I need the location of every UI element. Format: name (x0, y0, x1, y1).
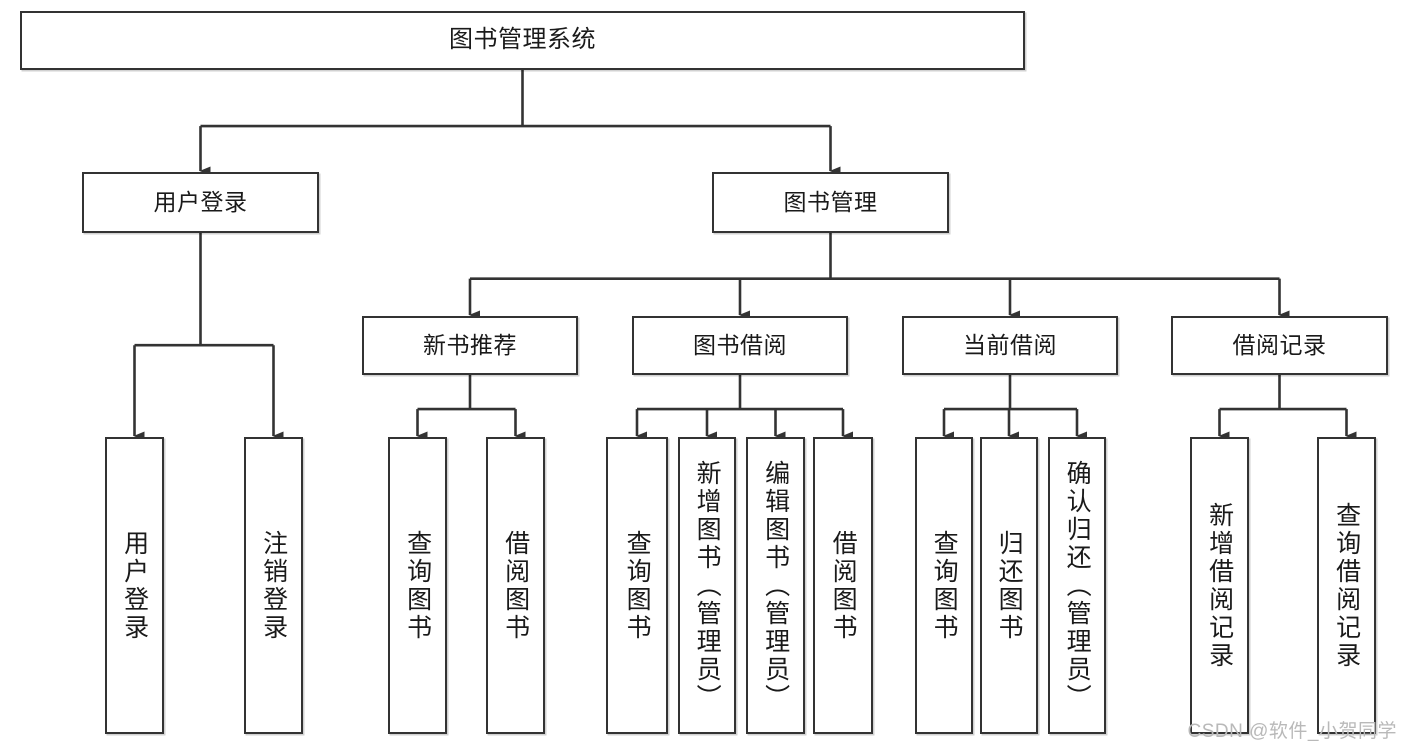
node-label-leaf-borrow-book-1: 借阅图书 (501, 529, 530, 642)
node-label-leaf-add-book: 新增图书（管理员） (693, 459, 722, 712)
node-label-borrow-record: 借阅记录 (1232, 331, 1327, 358)
node-leaf-return-book[interactable]: 归还图书 (980, 437, 1038, 734)
node-leaf-query-book-2[interactable]: 查询图书 (606, 437, 668, 734)
node-root[interactable]: 图书管理系统 (20, 11, 1025, 70)
node-label-leaf-user-login: 用户登录 (120, 529, 149, 642)
node-label-leaf-user-logout: 注销登录 (259, 529, 288, 642)
node-book-manage[interactable]: 图书管理 (712, 172, 949, 233)
node-user-login[interactable]: 用户登录 (82, 172, 319, 233)
node-label-leaf-confirm-ret: 确认归还（管理员） (1063, 459, 1092, 712)
node-label-new-book-rec: 新书推荐 (423, 331, 517, 358)
node-label-book-manage: 图书管理 (783, 188, 878, 215)
node-leaf-user-login[interactable]: 用户登录 (105, 437, 164, 734)
node-book-borrow[interactable]: 图书借阅 (632, 316, 848, 375)
node-label-book-borrow: 图书借阅 (693, 331, 787, 358)
node-leaf-borrow-book-2[interactable]: 借阅图书 (813, 437, 873, 734)
node-label-leaf-borrow-book-2: 借阅图书 (829, 529, 858, 642)
node-label-leaf-query-book-3: 查询图书 (930, 529, 959, 642)
node-label-user-login: 用户登录 (153, 188, 248, 215)
node-label-leaf-query-record: 查询借阅记录 (1332, 501, 1361, 670)
node-label-leaf-return-book: 归还图书 (995, 529, 1024, 642)
node-leaf-user-logout[interactable]: 注销登录 (244, 437, 303, 734)
node-leaf-query-book-3[interactable]: 查询图书 (915, 437, 973, 734)
node-label-leaf-edit-book: 编辑图书（管理员） (761, 459, 790, 712)
node-leaf-query-book-1[interactable]: 查询图书 (388, 437, 447, 734)
node-leaf-query-record[interactable]: 查询借阅记录 (1317, 437, 1376, 734)
node-leaf-add-record[interactable]: 新增借阅记录 (1190, 437, 1249, 734)
node-label-leaf-query-book-1: 查询图书 (403, 529, 432, 642)
node-label-leaf-query-book-2: 查询图书 (623, 529, 652, 642)
node-current-borrow[interactable]: 当前借阅 (902, 316, 1118, 375)
node-borrow-record[interactable]: 借阅记录 (1171, 316, 1388, 375)
node-label-current-borrow: 当前借阅 (963, 331, 1057, 358)
node-label-root: 图书管理系统 (449, 26, 596, 54)
node-new-book-rec[interactable]: 新书推荐 (362, 316, 578, 375)
node-leaf-edit-book[interactable]: 编辑图书（管理员） (746, 437, 805, 734)
node-leaf-borrow-book-1[interactable]: 借阅图书 (486, 437, 545, 734)
csdn-watermark: CSDN @软件_小贺同学 (1187, 721, 1397, 742)
node-label-leaf-add-record: 新增借阅记录 (1205, 501, 1234, 670)
node-leaf-confirm-ret[interactable]: 确认归还（管理员） (1048, 437, 1106, 734)
node-leaf-add-book[interactable]: 新增图书（管理员） (678, 437, 736, 734)
